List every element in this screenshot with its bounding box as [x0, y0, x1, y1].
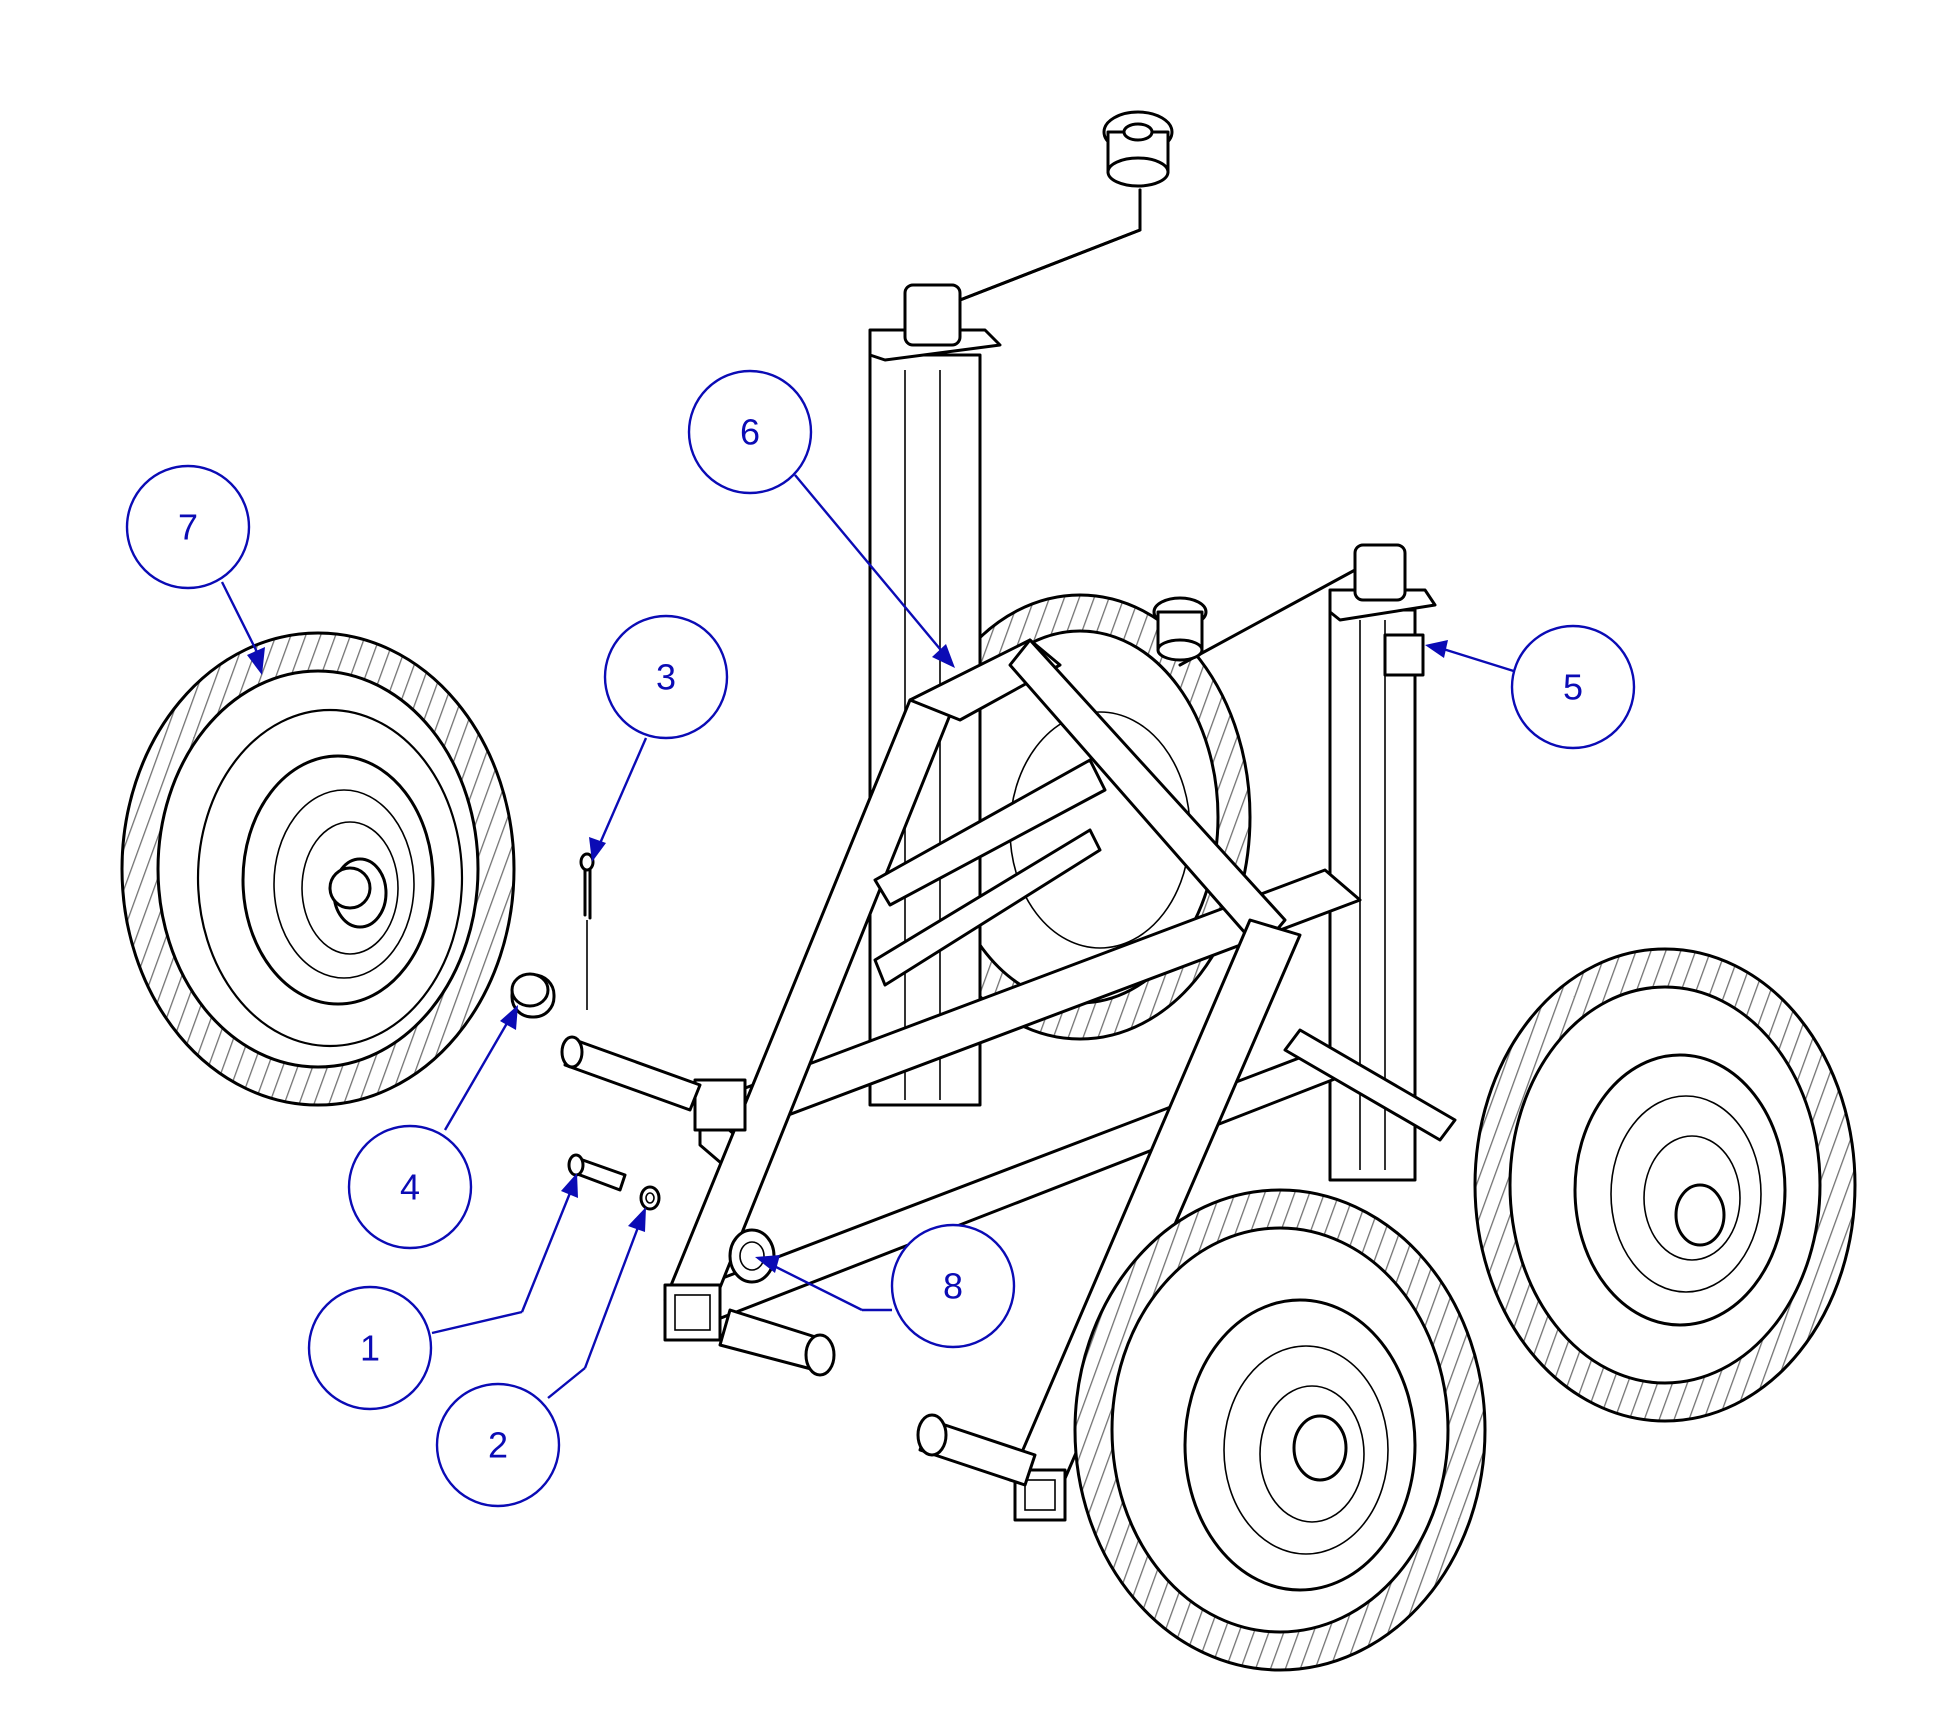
callout-5: 5 [1425, 624, 1636, 750]
receiver-pin-8 [728, 1228, 776, 1284]
callout-2: 2 [435, 1207, 646, 1508]
wheel-left [120, 631, 516, 1107]
callout-8: 8 [755, 1223, 1016, 1349]
callout-8-label: 8 [943, 1266, 963, 1307]
wheel-rear [908, 593, 1252, 1041]
axle-pin-front [560, 1035, 702, 1112]
main-frame [663, 638, 1457, 1522]
callout-1: 1 [307, 1173, 578, 1411]
callout-6-label: 6 [740, 412, 760, 453]
callout-2-label: 2 [488, 1425, 508, 1466]
callout-3: 3 [589, 614, 729, 862]
part-2-nut [639, 1185, 661, 1211]
wheel-right-back [1473, 947, 1857, 1423]
part-4-spacer [510, 972, 556, 1019]
wheel-front-right [1073, 1188, 1487, 1672]
callout-4-label: 4 [400, 1167, 420, 1208]
callout-4: 4 [347, 1005, 518, 1250]
callout-1-label: 1 [360, 1328, 380, 1369]
callout-7: 7 [125, 464, 265, 675]
callout-5-label: 5 [1563, 667, 1583, 708]
axle-pin-lower [718, 1308, 836, 1377]
callout-6: 6 [687, 369, 955, 668]
part-3-cotter-pin [579, 852, 595, 1010]
callout-3-label: 3 [656, 657, 676, 698]
axle-pin-right [916, 1413, 1037, 1487]
callout-7-label: 7 [178, 507, 198, 548]
